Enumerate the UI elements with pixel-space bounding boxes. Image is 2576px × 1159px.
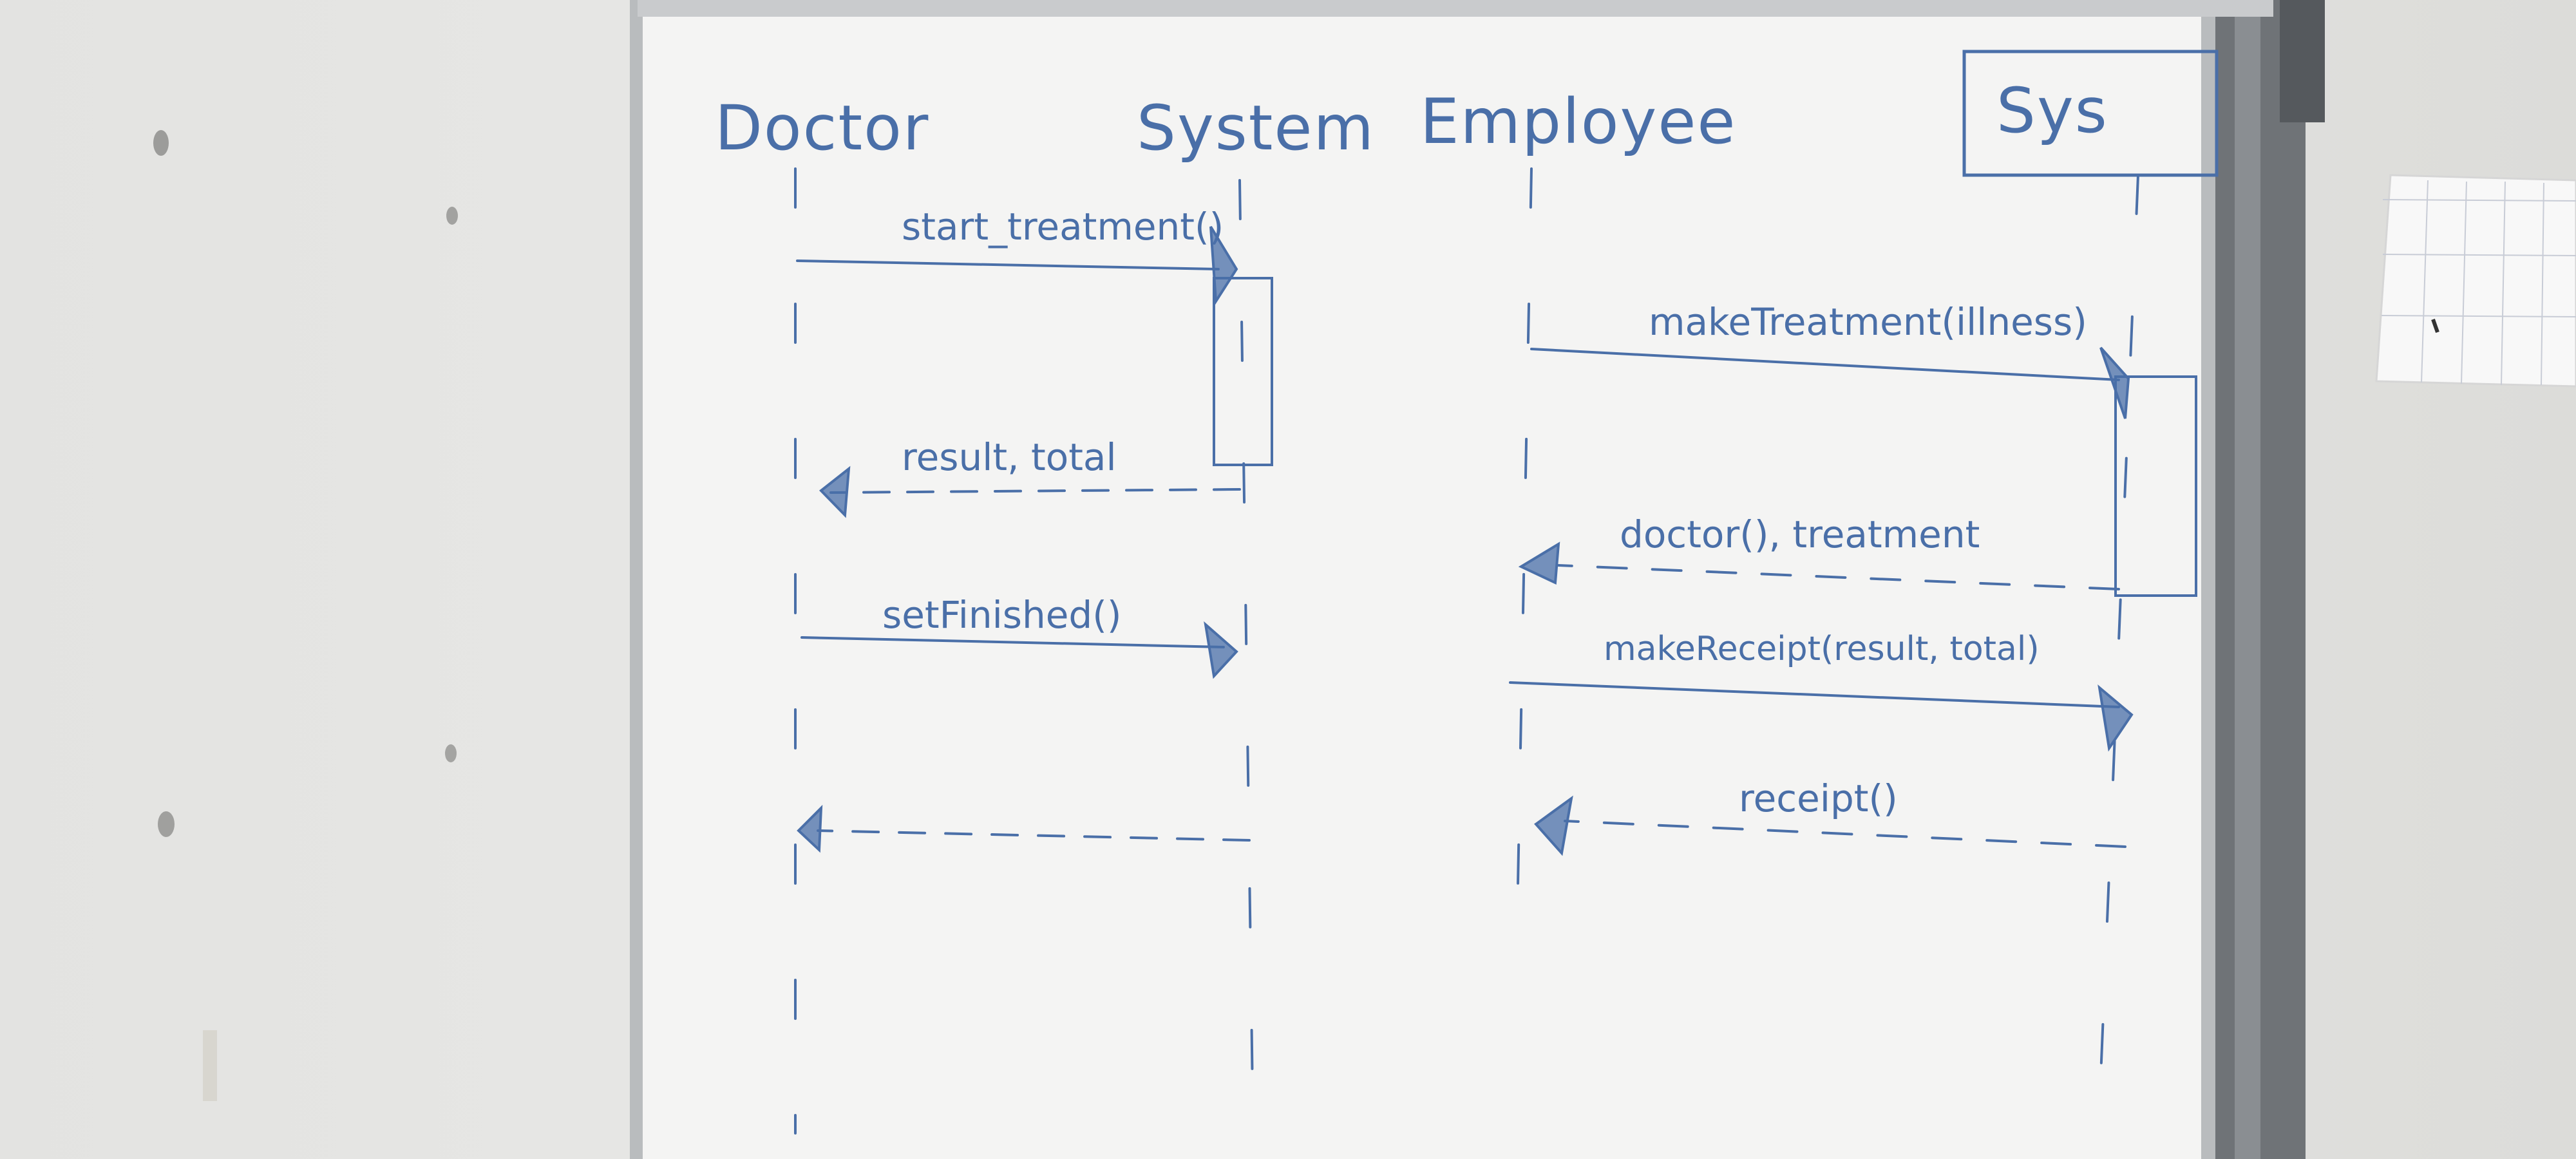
- activation-system: [1213, 277, 1273, 466]
- whiteboard-top-rail: [638, 0, 2273, 17]
- msg-set-finished: setFinished(): [882, 593, 1122, 637]
- whiteboard-frame-highlight: [2235, 0, 2260, 1159]
- wall-screw: [153, 130, 169, 156]
- arrow-result-total: [829, 488, 1241, 494]
- whiteboard-corner-cap: [2280, 0, 2325, 122]
- lifeline-label-employee: Employee: [1420, 86, 1736, 158]
- arrow-make-receipt: [1509, 681, 2120, 708]
- sys-box-outline: [1962, 50, 2219, 177]
- lifeline-sys: [2098, 174, 2139, 1109]
- arrowhead: [1518, 542, 1560, 585]
- msg-doctor-treatment: doctor(), treatment: [1620, 513, 1980, 556]
- paper-sheet-body: [2375, 174, 2576, 388]
- wall-screw: [445, 744, 457, 762]
- lifeline-label-doctor: Doctor: [715, 92, 929, 164]
- whiteboard: [630, 0, 2325, 1159]
- msg-receipt: receipt(): [1739, 777, 1898, 820]
- arrow-make-treatment: [1530, 348, 2120, 381]
- arrow-return-doctor: [817, 829, 1251, 842]
- whiteboard-surface: [643, 14, 2201, 1159]
- msg-start-treatment: start_treatment(): [902, 205, 1224, 249]
- msg-make-treatment: makeTreatment(illness): [1649, 300, 2087, 344]
- sequence-diagram: Doctor System Employee Sys start_treatme…: [715, 50, 2219, 1135]
- arrowhead: [1534, 795, 1573, 856]
- arrow-doctor-treatment: [1557, 564, 2120, 590]
- wall-screw: [158, 811, 175, 837]
- msg-result-total: result, total: [902, 435, 1117, 479]
- arrowhead: [819, 466, 851, 518]
- msg-make-receipt: makeReceipt(result, total): [1604, 630, 2040, 668]
- lifeline-label-system: System: [1137, 92, 1375, 164]
- wall-screw: [446, 207, 458, 225]
- arrowhead: [2098, 684, 2134, 752]
- arrowhead: [797, 804, 823, 853]
- arrow-start-treatment: [796, 259, 1220, 270]
- lifeline-system: [1238, 179, 1254, 1096]
- sys-box: Sys: [1962, 50, 2219, 177]
- arrowhead: [1204, 621, 1238, 679]
- wall: [153, 130, 458, 1101]
- arrowhead: [2099, 346, 2130, 419]
- lifeline-label-sys: Sys: [1996, 75, 2108, 147]
- wall-stain: [203, 1030, 217, 1101]
- activation-sys: [2114, 375, 2197, 597]
- paper-sheet: [2375, 174, 2576, 388]
- arrow-receipt: [1564, 820, 2126, 848]
- arrow-set-finished: [800, 636, 1225, 648]
- arrowhead: [1209, 225, 1238, 306]
